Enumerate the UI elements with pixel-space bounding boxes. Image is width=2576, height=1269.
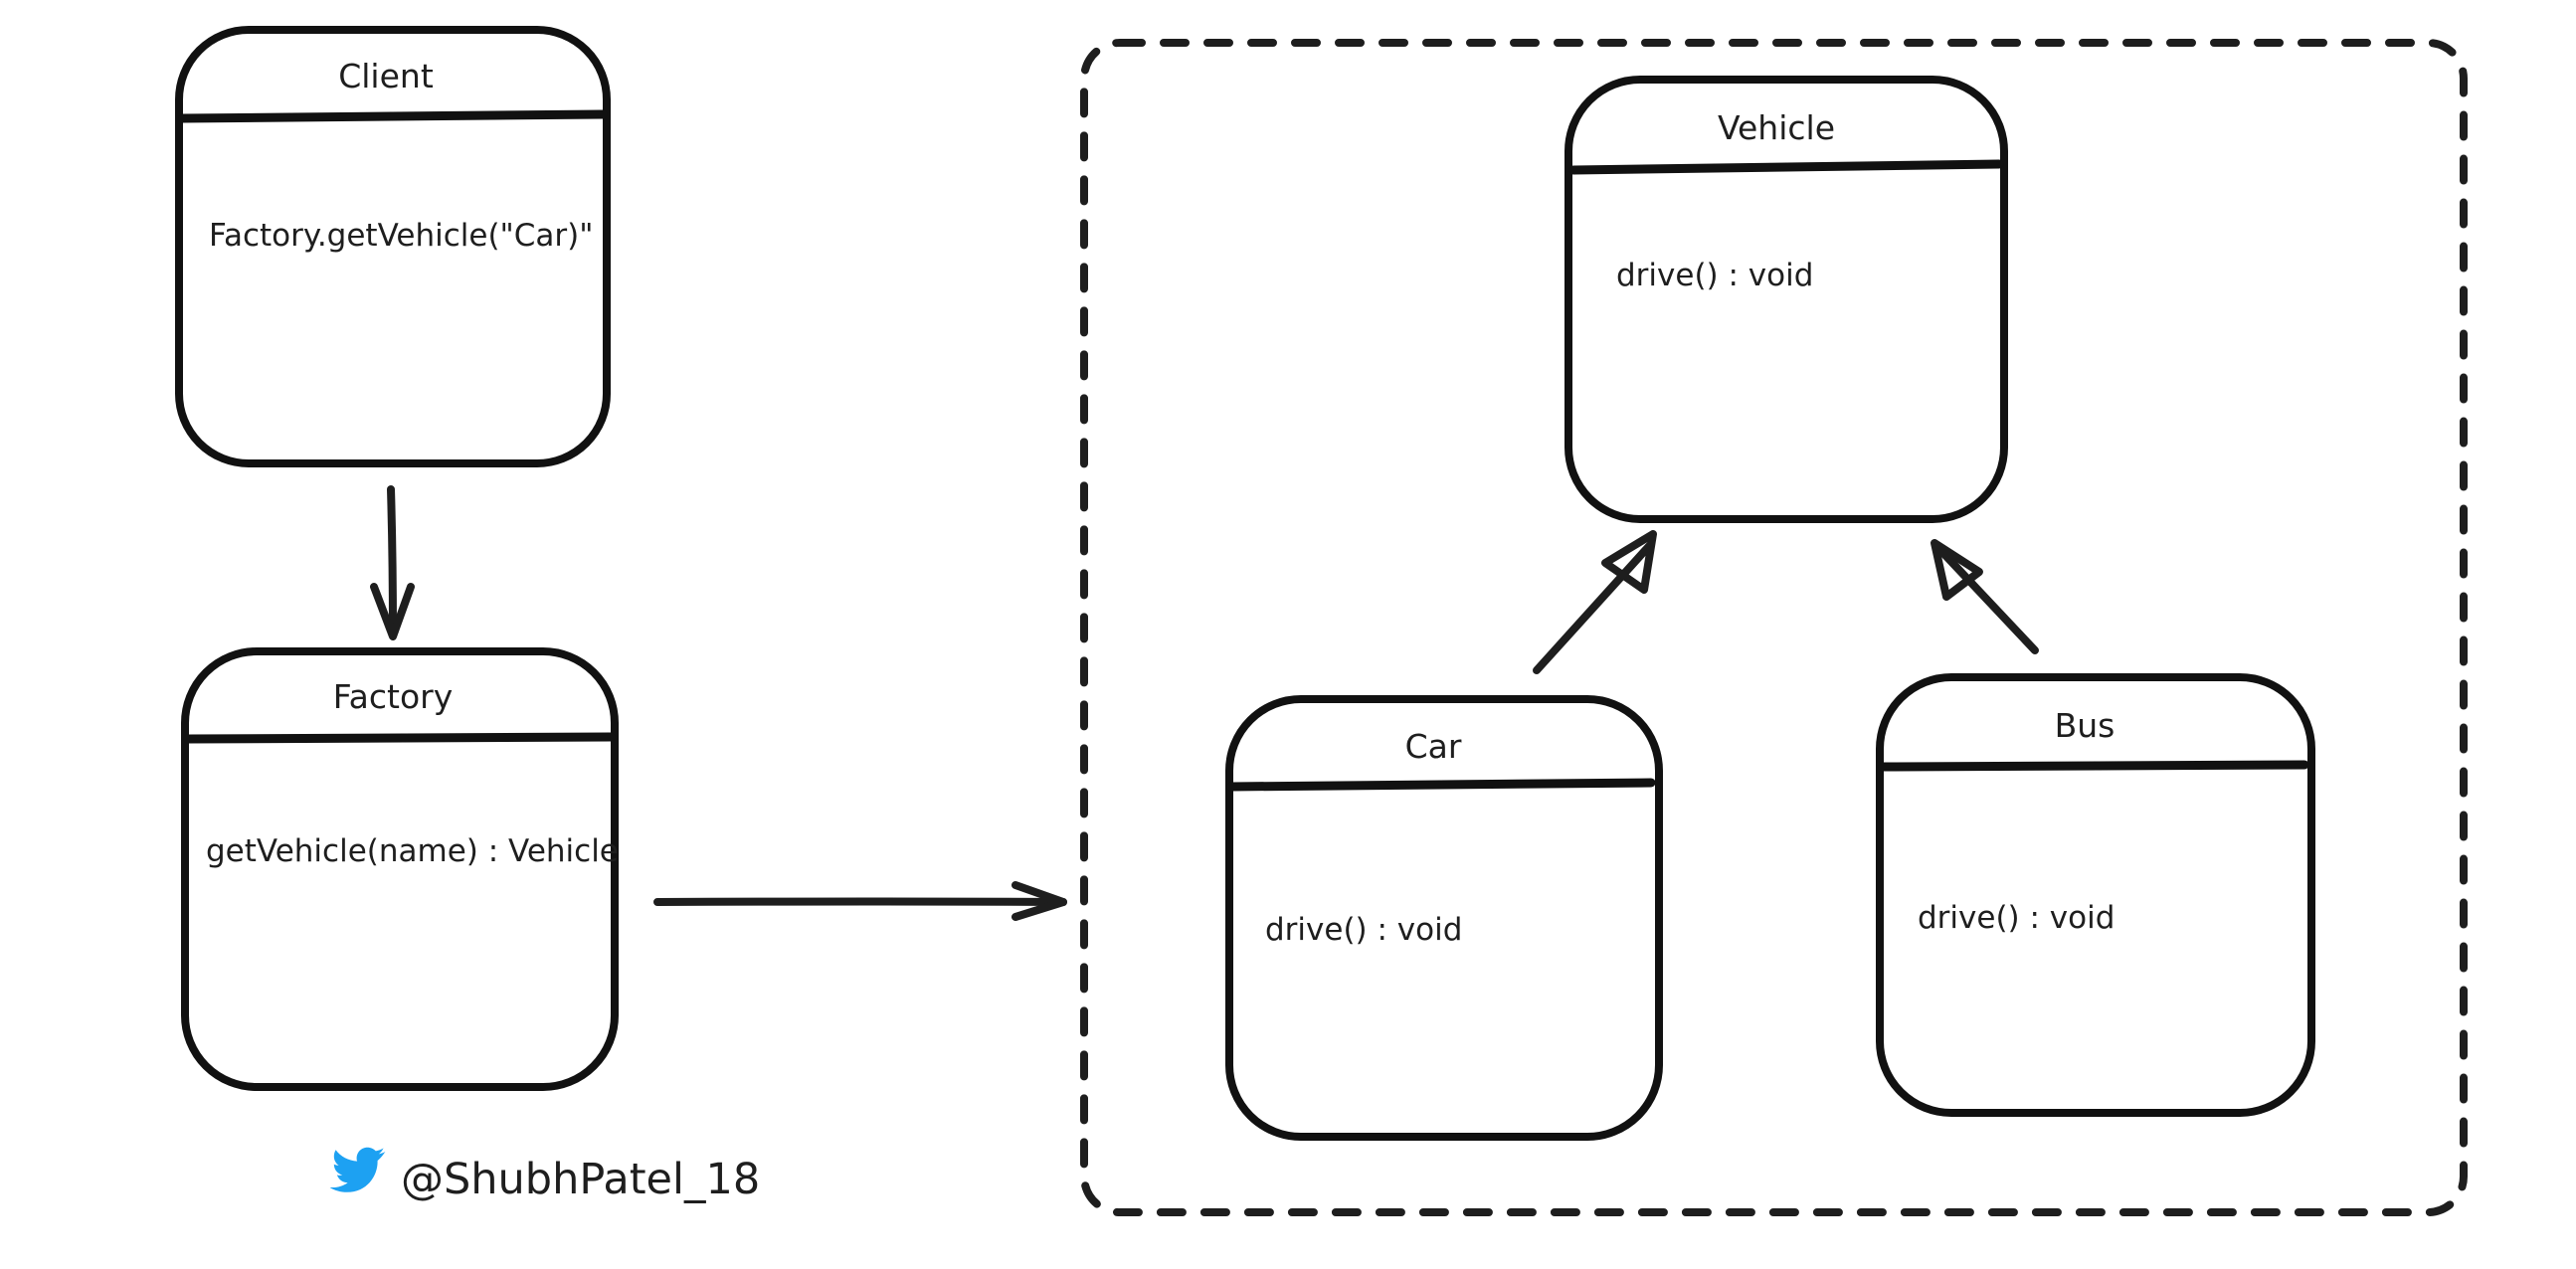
car-method: drive() : void (1265, 912, 1462, 948)
factory-class-box[interactable]: Factory getVehicle(name) : Vehicle (181, 647, 619, 1091)
client-to-factory-arrow (370, 485, 415, 640)
car-class-box[interactable]: Car drive() : void (1225, 695, 1663, 1141)
factory-to-package-arrow (653, 881, 1067, 921)
twitter-credit[interactable]: @ShubhPatel_18 (329, 1147, 761, 1204)
twitter-bird-icon (329, 1147, 386, 1192)
bus-to-vehicle-inheritance-arrow (1931, 539, 2039, 654)
car-title: Car (1405, 727, 1462, 766)
car-to-vehicle-triangle-head (1601, 530, 1657, 594)
factory-method: getVehicle(name) : Vehicle (206, 833, 619, 869)
client-to-factory-arrowhead (370, 583, 415, 640)
factory-to-package-arrow-line (653, 897, 1067, 906)
client-box-outline (175, 26, 611, 467)
client-class-box[interactable]: Client Factory.getVehicle("Car)" (175, 26, 611, 467)
bus-class-box[interactable]: Bus drive() : void (1876, 673, 2315, 1117)
factory-title: Factory (333, 677, 454, 716)
twitter-handle-text: @ShubhPatel_18 (401, 1155, 760, 1204)
bus-title: Bus (2055, 706, 2116, 745)
car-divider (1226, 778, 1656, 792)
vehicle-method: drive() : void (1616, 258, 1813, 293)
car-to-vehicle-arrow-line (1533, 541, 1654, 674)
bus-box-outline (1876, 673, 2315, 1117)
car-box-outline (1225, 695, 1663, 1141)
factory-to-package-arrowhead (1012, 881, 1067, 921)
client-method: Factory.getVehicle("Car)" (209, 218, 594, 254)
bus-method: drive() : void (1918, 900, 2115, 936)
client-to-factory-arrow-line (387, 485, 397, 636)
bus-to-vehicle-triangle-head (1931, 539, 1983, 601)
car-to-vehicle-inheritance-arrow (1533, 530, 1657, 674)
vehicle-title: Vehicle (1718, 108, 1835, 147)
bus-to-vehicle-arrow-line (1934, 544, 2039, 654)
vehicle-package-frame (1080, 39, 2468, 1216)
vehicle-class-box[interactable]: Vehicle drive() : void (1564, 76, 2008, 523)
vehicle-divider (1568, 159, 2004, 175)
factory-divider (183, 732, 616, 744)
vehicle-box-outline (1564, 76, 2008, 523)
client-divider (178, 109, 608, 123)
factory-box-outline (181, 647, 619, 1091)
bus-divider (1878, 760, 2309, 772)
client-title: Client (338, 57, 434, 95)
